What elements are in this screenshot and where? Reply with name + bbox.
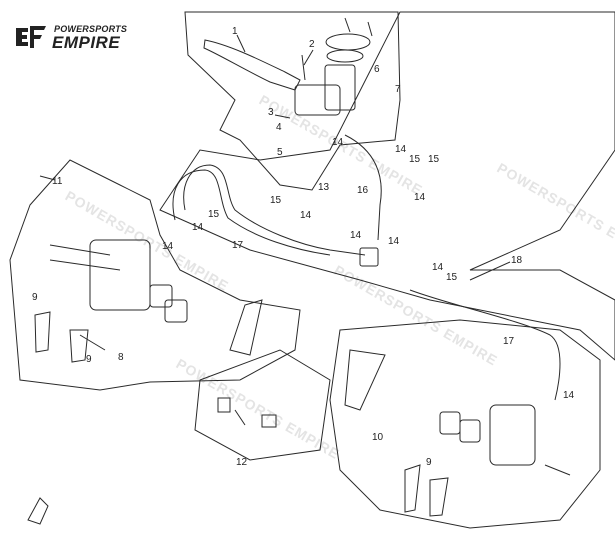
callout-6: 6 [374, 64, 380, 75]
callout-5: 5 [277, 147, 283, 158]
direction-arrow-icon [27, 497, 49, 525]
callout-7: 7 [395, 84, 401, 95]
callout-14: 14 [192, 222, 204, 233]
leader-line [79, 334, 106, 351]
callout-2: 2 [309, 39, 315, 50]
bleeder-bolt [261, 414, 277, 428]
callout-15: 15 [446, 272, 458, 283]
callout-8: 8 [118, 352, 124, 363]
callout-14: 14 [414, 192, 426, 203]
brand-logo: POWERSPORTS EMPIRE [14, 22, 134, 54]
reservoir-diaphragm [326, 49, 364, 63]
outline-rear-brake [329, 319, 601, 529]
brake-pad [69, 329, 89, 363]
reservoir-cap [325, 33, 371, 51]
callout-4: 4 [276, 122, 282, 133]
leader-line [234, 409, 246, 426]
leader-line [469, 261, 511, 281]
callout-14: 14 [332, 137, 344, 148]
callout-10: 10 [372, 432, 384, 443]
cap-screw [367, 21, 373, 37]
outline-front-brake [9, 159, 301, 391]
master-cylinder-body [294, 84, 341, 116]
callout-16: 16 [357, 185, 369, 196]
pivot-bolt [301, 54, 306, 81]
rear-caliper-bracket [344, 349, 386, 411]
rear-caliper-piston [459, 419, 481, 443]
callout-14: 14 [350, 230, 362, 241]
callout-9: 9 [86, 354, 92, 365]
callout-15: 15 [428, 154, 440, 165]
empire-emblem-icon [16, 26, 46, 48]
brake-hose-master [344, 134, 382, 241]
callout-13: 13 [318, 182, 330, 193]
front-caliper [89, 239, 151, 311]
tee-junction [359, 247, 379, 267]
callout-1: 1 [232, 26, 238, 37]
callout-14: 14 [563, 390, 575, 401]
rear-caliper-piston [439, 411, 461, 435]
caliper-piston [164, 299, 188, 323]
caliper-bolt [49, 244, 111, 256]
watermark-text: POWERSPORTS EMPIRE [173, 355, 342, 462]
rear-caliper-bolt [544, 464, 571, 476]
callout-9: 9 [32, 292, 38, 303]
brand-name: EMPIRE [52, 33, 121, 52]
caliper-bolt [49, 259, 121, 271]
callout-14: 14 [388, 236, 400, 247]
caliper-piston [149, 284, 173, 308]
rear-brake-pad [429, 477, 449, 517]
callout-15: 15 [208, 209, 220, 220]
outline-master-cylinder [184, 11, 401, 191]
callout-15: 15 [270, 195, 282, 206]
callout-15: 15 [409, 154, 421, 165]
callout-14: 14 [395, 144, 407, 155]
watermark: POWERSPORTS EMPIRE POWERSPORTS EMPIRE PO… [63, 92, 615, 463]
callouts: 1 2 3 4 5 6 7 8 9 9 9 10 11 12 13 14 14 … [32, 26, 575, 468]
reservoir [324, 64, 356, 111]
leader-line [39, 175, 56, 181]
brand-tagline: POWERSPORTS [54, 24, 128, 34]
cap-screw [344, 17, 351, 33]
outline-caliper-bolts [194, 349, 331, 461]
callout-17: 17 [503, 336, 515, 347]
bleeder-bolt [217, 397, 231, 413]
callout-14: 14 [300, 210, 312, 221]
leader-line [236, 34, 246, 53]
leader-line [274, 114, 291, 119]
callout-18: 18 [511, 255, 523, 266]
outline-brake-lines [159, 11, 615, 361]
leader-line [303, 49, 314, 66]
brake-lever [203, 39, 301, 91]
callout-12: 12 [236, 457, 248, 468]
caliper-bracket [229, 299, 263, 356]
callout-9: 9 [426, 457, 432, 468]
brake-pad [34, 311, 51, 353]
callout-11: 11 [52, 176, 63, 187]
callout-3: 3 [268, 107, 274, 118]
rear-brake-pad [404, 464, 421, 513]
callout-14: 14 [162, 241, 174, 252]
brake-hose-front [183, 164, 366, 256]
callout-14: 14 [432, 262, 444, 273]
brake-hose-front-2 [172, 169, 331, 256]
brake-hose-rear [409, 289, 561, 401]
rear-caliper [489, 404, 536, 466]
callout-17: 17 [232, 240, 244, 251]
